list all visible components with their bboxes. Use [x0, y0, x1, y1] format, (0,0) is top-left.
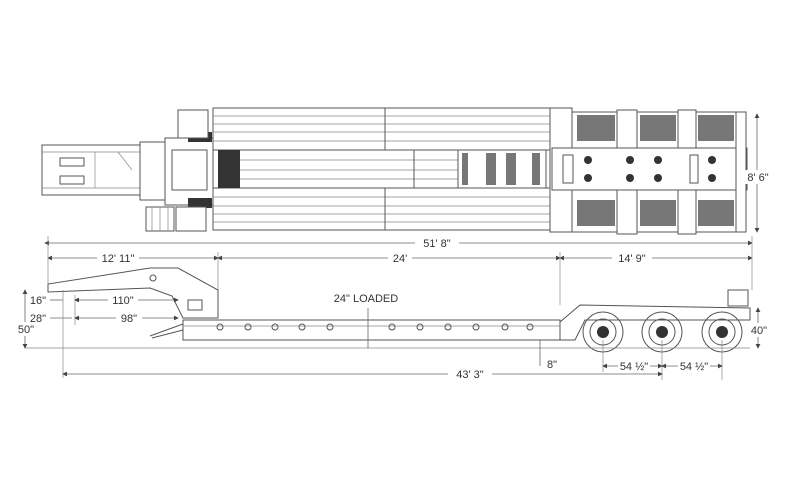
- deck-top: [212, 107, 551, 231]
- dim-98-label: 98": [121, 313, 137, 325]
- width-label: 8' 6": [747, 172, 768, 184]
- dim-28-label: 28": [30, 313, 46, 325]
- clearance-label: 8": [547, 359, 557, 371]
- rear-length-label: 14' 9": [618, 253, 646, 265]
- overall-length-label: 51' 8": [423, 238, 451, 250]
- loaded-height-label: 24" LOADED: [334, 293, 398, 305]
- kingpin-to-axle-label: 43' 3": [456, 369, 484, 381]
- gooseneck-side: [47, 267, 219, 319]
- gooseneck-length-label: 12' 11": [102, 253, 135, 265]
- rear-frame-side: [559, 304, 751, 341]
- side-dimensions: 50" 16" 28" 110" 98" 24" LOADED 8" 54 ½"…: [14, 289, 772, 381]
- top-view: 8' 6": [41, 107, 773, 235]
- dim-110-label: 110": [112, 295, 134, 307]
- overall-dimensions: 51' 8" 12' 11" 24' 14' 9": [44, 236, 753, 305]
- rear-height-label: 40": [751, 325, 767, 337]
- width-dimension: 8' 6": [745, 113, 773, 233]
- side-view: [25, 267, 751, 353]
- axle-spacing-2-label: 54 ½": [680, 361, 708, 373]
- dim-50-label: 50": [18, 324, 34, 336]
- deck-length-label: 24': [393, 253, 407, 265]
- dim-16-label: 16": [30, 295, 46, 307]
- rear-bogie-top: [549, 107, 748, 235]
- outrigger-pockets: [216, 323, 534, 331]
- gooseneck-top: [41, 109, 214, 232]
- axle-spacing-1-label: 54 ½": [620, 361, 648, 373]
